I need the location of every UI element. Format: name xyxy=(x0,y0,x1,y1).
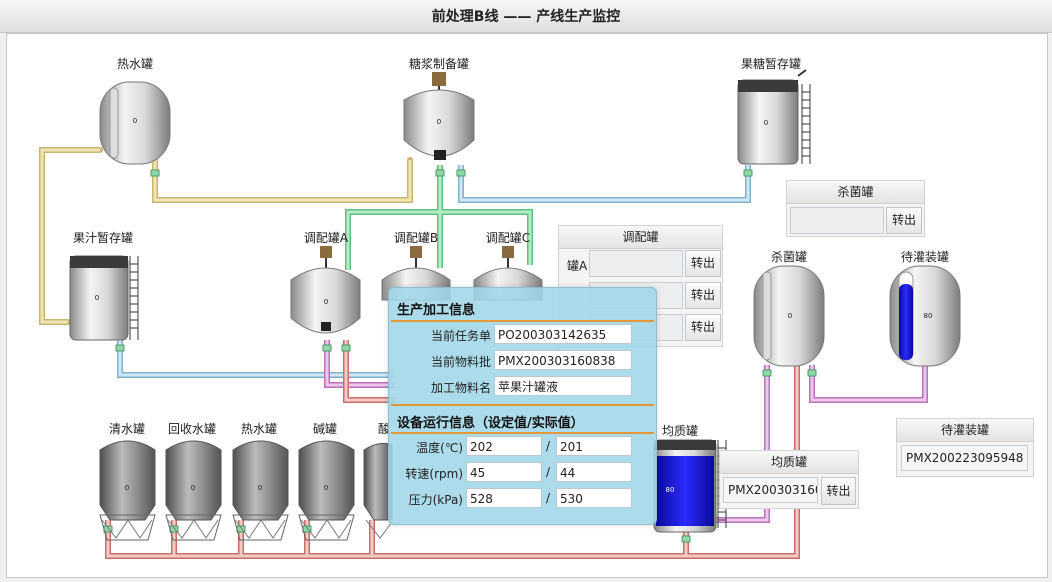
speed-label: 转速(rpm) xyxy=(405,467,463,481)
tank-label-homogenize: 均质罐 xyxy=(661,424,699,438)
tank-value-sterilize: 0 xyxy=(787,312,793,320)
tank-label-filling: 待灌装罐 xyxy=(900,250,950,264)
tank-label-mix-a: 调配罐A xyxy=(303,231,349,245)
tank-label-mix-b: 调配罐B xyxy=(393,231,439,245)
speed-separator: / xyxy=(546,465,551,479)
tank-value-homogenize: 80 xyxy=(665,486,675,494)
hot-water-tank-bottom[interactable] xyxy=(232,440,289,541)
mix-a-batch-field xyxy=(589,250,683,277)
tank-label-clean-water: 清水罐 xyxy=(108,422,146,436)
pressure-actual-field: 530 xyxy=(556,488,632,508)
heading-separator xyxy=(391,320,654,322)
tank-label-hot-water-bottom: 热水罐 xyxy=(240,422,278,436)
temperature-separator: / xyxy=(546,439,551,453)
mix-a-transfer-button[interactable]: 转出 xyxy=(685,250,721,277)
task-label: 当前任务单 xyxy=(430,329,491,343)
tank-value-mix-a: 0 xyxy=(323,298,329,306)
equipment-info-heading: 设备运行信息（设定值/实际值） xyxy=(397,416,584,431)
tank-label-mix-c: 调配罐C xyxy=(485,231,531,245)
sterilize-panel-title: 杀菌罐 xyxy=(787,181,924,204)
mix-b-transfer-button[interactable]: 转出 xyxy=(685,282,721,309)
filling-tank[interactable] xyxy=(889,265,961,367)
recycle-water-tank[interactable] xyxy=(165,440,222,541)
temperature-set-field: 202 xyxy=(466,436,542,456)
homogenize-panel-title: 均质罐 xyxy=(720,451,858,474)
sterilize-tank[interactable] xyxy=(753,265,825,367)
sterilize-transfer-button[interactable]: 转出 xyxy=(886,207,922,234)
tank-value-juice-temp: 0 xyxy=(94,294,100,302)
section-separator xyxy=(391,404,654,406)
tank-label-syrup: 糖浆制备罐 xyxy=(408,57,470,71)
homogenize-panel: 均质罐 PMX2003031608 转出 xyxy=(719,450,859,509)
tank-value-recycle-water: 0 xyxy=(190,484,196,492)
equipment-heading-separator xyxy=(391,432,654,434)
tank-value-filling: 80 xyxy=(923,312,933,320)
mix-c-transfer-button[interactable]: 转出 xyxy=(685,314,721,341)
mix-panel-title: 调配罐 xyxy=(559,226,722,249)
tank-label-fructose-temp: 果糖暂存罐 xyxy=(740,57,802,71)
pressure-separator: / xyxy=(546,491,551,505)
tank-value-syrup: 0 xyxy=(436,118,442,126)
sterilize-batch-field xyxy=(790,207,884,234)
filling-panel-title: 待灌装罐 xyxy=(897,419,1033,442)
speed-set-field: 45 xyxy=(466,462,542,482)
mix-row-a-label: 罐A xyxy=(567,259,588,273)
tank-label-hot-water-top: 热水罐 xyxy=(116,57,154,71)
acid-tank[interactable] xyxy=(363,442,393,539)
pressure-set-field: 528 xyxy=(466,488,542,508)
production-info-heading: 生产加工信息 xyxy=(397,303,476,318)
tank-value-clean-water: 0 xyxy=(124,484,130,492)
filling-panel: 待灌装罐 PMX200223095948 xyxy=(896,418,1034,477)
tank-label-juice-temp: 果汁暂存罐 xyxy=(72,231,134,245)
sterilize-panel: 杀菌罐 转出 xyxy=(786,180,925,237)
syrup-tank[interactable] xyxy=(403,72,475,160)
tank-value-hot-water-bottom: 0 xyxy=(257,484,263,492)
hot-water-tank-top[interactable] xyxy=(99,81,171,165)
material-field: 苹果汁罐液 xyxy=(494,376,632,396)
pink-pipe-highlight xyxy=(325,340,927,522)
material-label: 加工物料名 xyxy=(430,381,491,395)
tank-label-sterilize: 杀菌罐 xyxy=(770,250,808,264)
temperature-actual-field: 201 xyxy=(556,436,632,456)
tank-label-acid: 酸 xyxy=(377,422,391,436)
tank-value-hot-water-top: 0 xyxy=(132,117,138,125)
clean-water-tank[interactable] xyxy=(99,440,156,541)
tank-value-alkali: 0 xyxy=(323,484,329,492)
temperature-label: 温度(℃) xyxy=(416,441,463,455)
mix-tank-a[interactable] xyxy=(290,246,361,334)
juice-temp-tank[interactable] xyxy=(69,255,139,341)
homogenize-tank[interactable] xyxy=(653,439,727,533)
fructose-temp-tank[interactable] xyxy=(737,69,811,165)
task-field: PO200303142635 xyxy=(494,324,632,344)
window-title: 前处理B线 —— 产线生产监控 xyxy=(0,0,1052,33)
batch-field: PMX200303160838 xyxy=(494,350,632,370)
tank-label-recycle-water: 回收水罐 xyxy=(167,422,217,436)
speed-actual-field: 44 xyxy=(556,462,632,482)
filling-batch-field: PMX200223095948 xyxy=(901,445,1028,471)
pressure-label: 压力(kPa) xyxy=(408,493,463,507)
production-info-popup: 生产加工信息 当前任务单 PO200303142635 当前物料批 PMX200… xyxy=(388,287,657,525)
tank-value-fructose-temp: 0 xyxy=(763,119,769,127)
homogenize-batch-field: PMX2003031608 xyxy=(723,477,818,503)
yellow-pipe-highlight xyxy=(40,148,412,324)
homogenize-transfer-button[interactable]: 转出 xyxy=(821,477,856,505)
tank-label-alkali: 碱罐 xyxy=(312,422,338,436)
batch-label: 当前物料批 xyxy=(430,355,491,369)
alkali-tank[interactable] xyxy=(298,440,355,541)
